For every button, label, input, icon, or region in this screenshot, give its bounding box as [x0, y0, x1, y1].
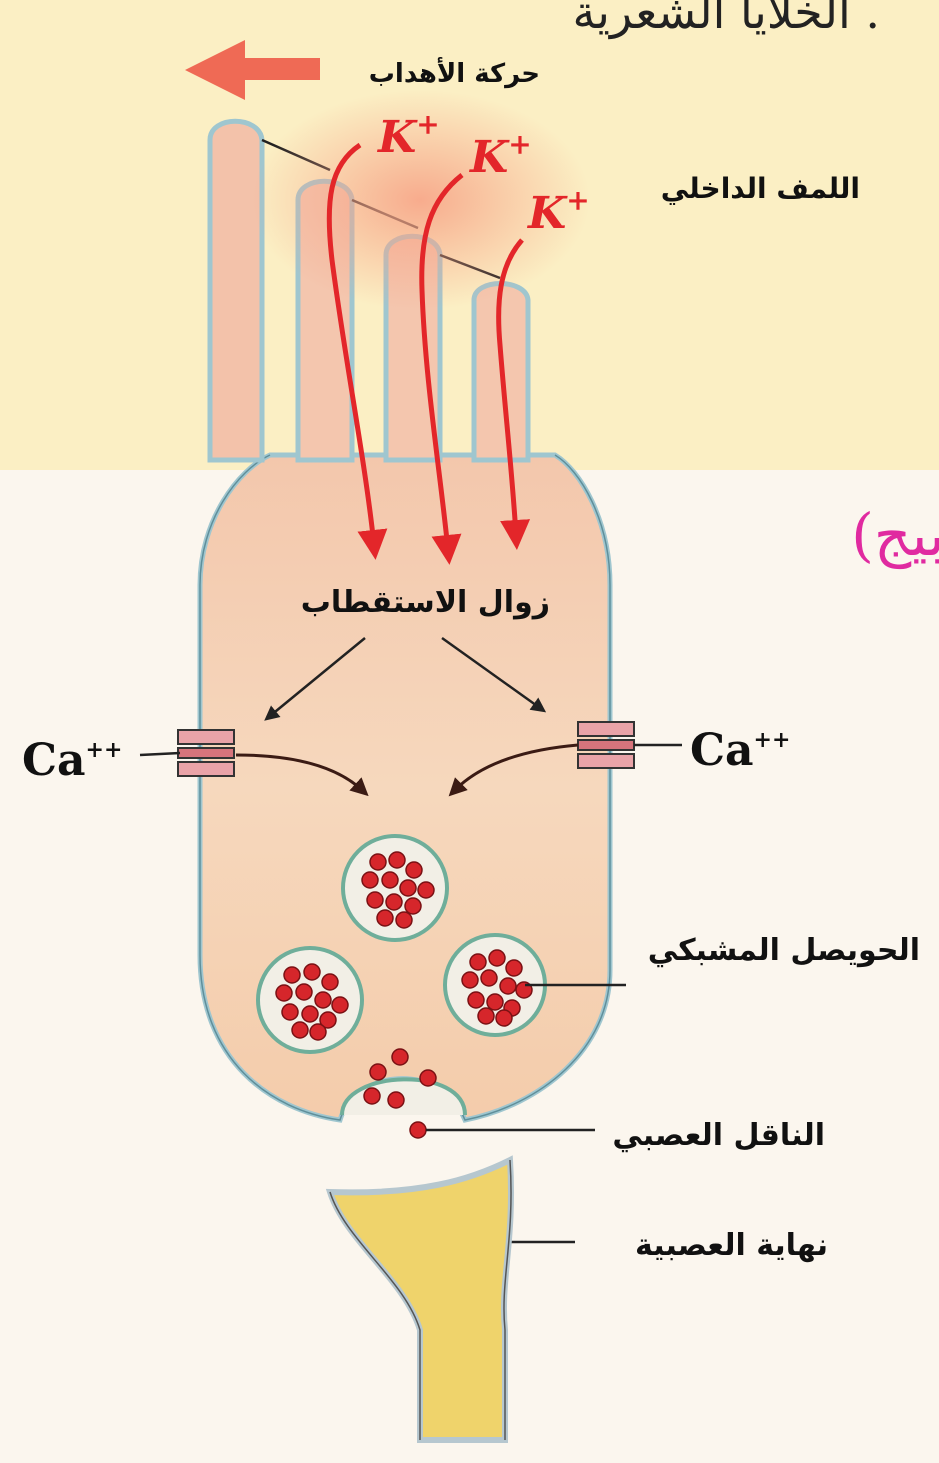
cilia-movement-label: حركة الأهداب [369, 57, 540, 89]
nerve-ending-label: نهاية العصبية [635, 1228, 828, 1263]
neurotransmitter-label: الناقل العصبي [612, 1118, 825, 1153]
handwritten-title: الخلايا الشعرية . [573, 0, 881, 40]
calcium-channel-right [578, 722, 634, 768]
synaptic-vesicle-top [343, 836, 447, 940]
synaptic-vesicle-left [258, 948, 362, 1052]
synaptic-vesicle-label: الحويصل المشبكي [648, 933, 920, 968]
stereocilium-tallest [210, 121, 262, 460]
depolarization-label: زوال الاستقطاب [301, 585, 550, 620]
calcium-channel-left [178, 730, 234, 776]
handwritten-side-note: (بيج [851, 501, 939, 570]
endolymph-label: اللمف الداخلي [661, 172, 860, 205]
